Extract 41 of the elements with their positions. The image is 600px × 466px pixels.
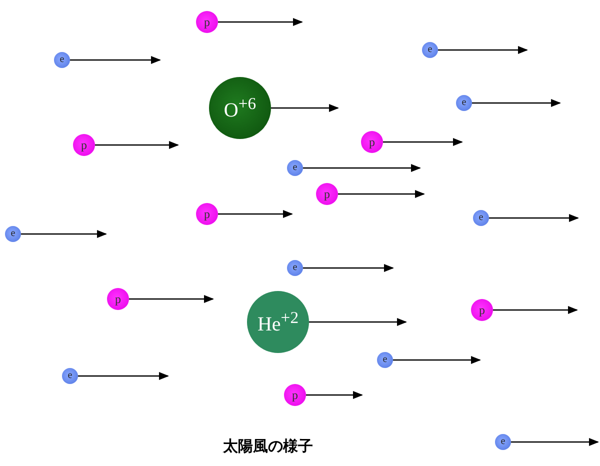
electron-circle: e bbox=[5, 226, 21, 242]
arrow bbox=[306, 391, 363, 399]
ion-circle: He$^{+2}$ bbox=[247, 291, 309, 353]
electron-circle: e bbox=[62, 368, 78, 384]
ion-circle: O$^{+6}$ bbox=[209, 77, 271, 139]
electron-circle: e bbox=[377, 352, 393, 368]
arrow bbox=[511, 438, 599, 446]
electron-circle: e bbox=[422, 42, 438, 58]
caption: 太陽風の様子 bbox=[222, 437, 314, 456]
proton-circle: p bbox=[196, 11, 218, 33]
arrow bbox=[129, 295, 214, 303]
arrow bbox=[70, 56, 161, 64]
arrow bbox=[338, 190, 425, 198]
proton-circle: p bbox=[316, 183, 338, 205]
arrow bbox=[493, 306, 578, 314]
proton-circle: p bbox=[471, 299, 493, 321]
arrow bbox=[489, 214, 579, 222]
arrow bbox=[271, 104, 339, 112]
electron-circle: e bbox=[287, 160, 303, 176]
arrow bbox=[303, 164, 421, 172]
electron-circle: e bbox=[287, 260, 303, 276]
arrow bbox=[95, 141, 179, 149]
arrow bbox=[438, 46, 528, 54]
proton-circle: p bbox=[107, 288, 129, 310]
arrow bbox=[21, 230, 107, 238]
proton-circle: p bbox=[361, 131, 383, 153]
arrow bbox=[218, 210, 293, 218]
arrow bbox=[218, 18, 303, 26]
arrow bbox=[393, 356, 481, 364]
proton-circle: p bbox=[73, 134, 95, 156]
arrow bbox=[472, 99, 561, 107]
proton-circle: p bbox=[196, 203, 218, 225]
arrow bbox=[303, 264, 394, 272]
electron-circle: e bbox=[495, 434, 511, 450]
arrow bbox=[78, 372, 169, 380]
arrow bbox=[309, 318, 407, 326]
electron-circle: e bbox=[456, 95, 472, 111]
proton-circle: p bbox=[284, 384, 306, 406]
electron-circle: e bbox=[473, 210, 489, 226]
electron-circle: e bbox=[54, 52, 70, 68]
arrow bbox=[383, 138, 463, 146]
